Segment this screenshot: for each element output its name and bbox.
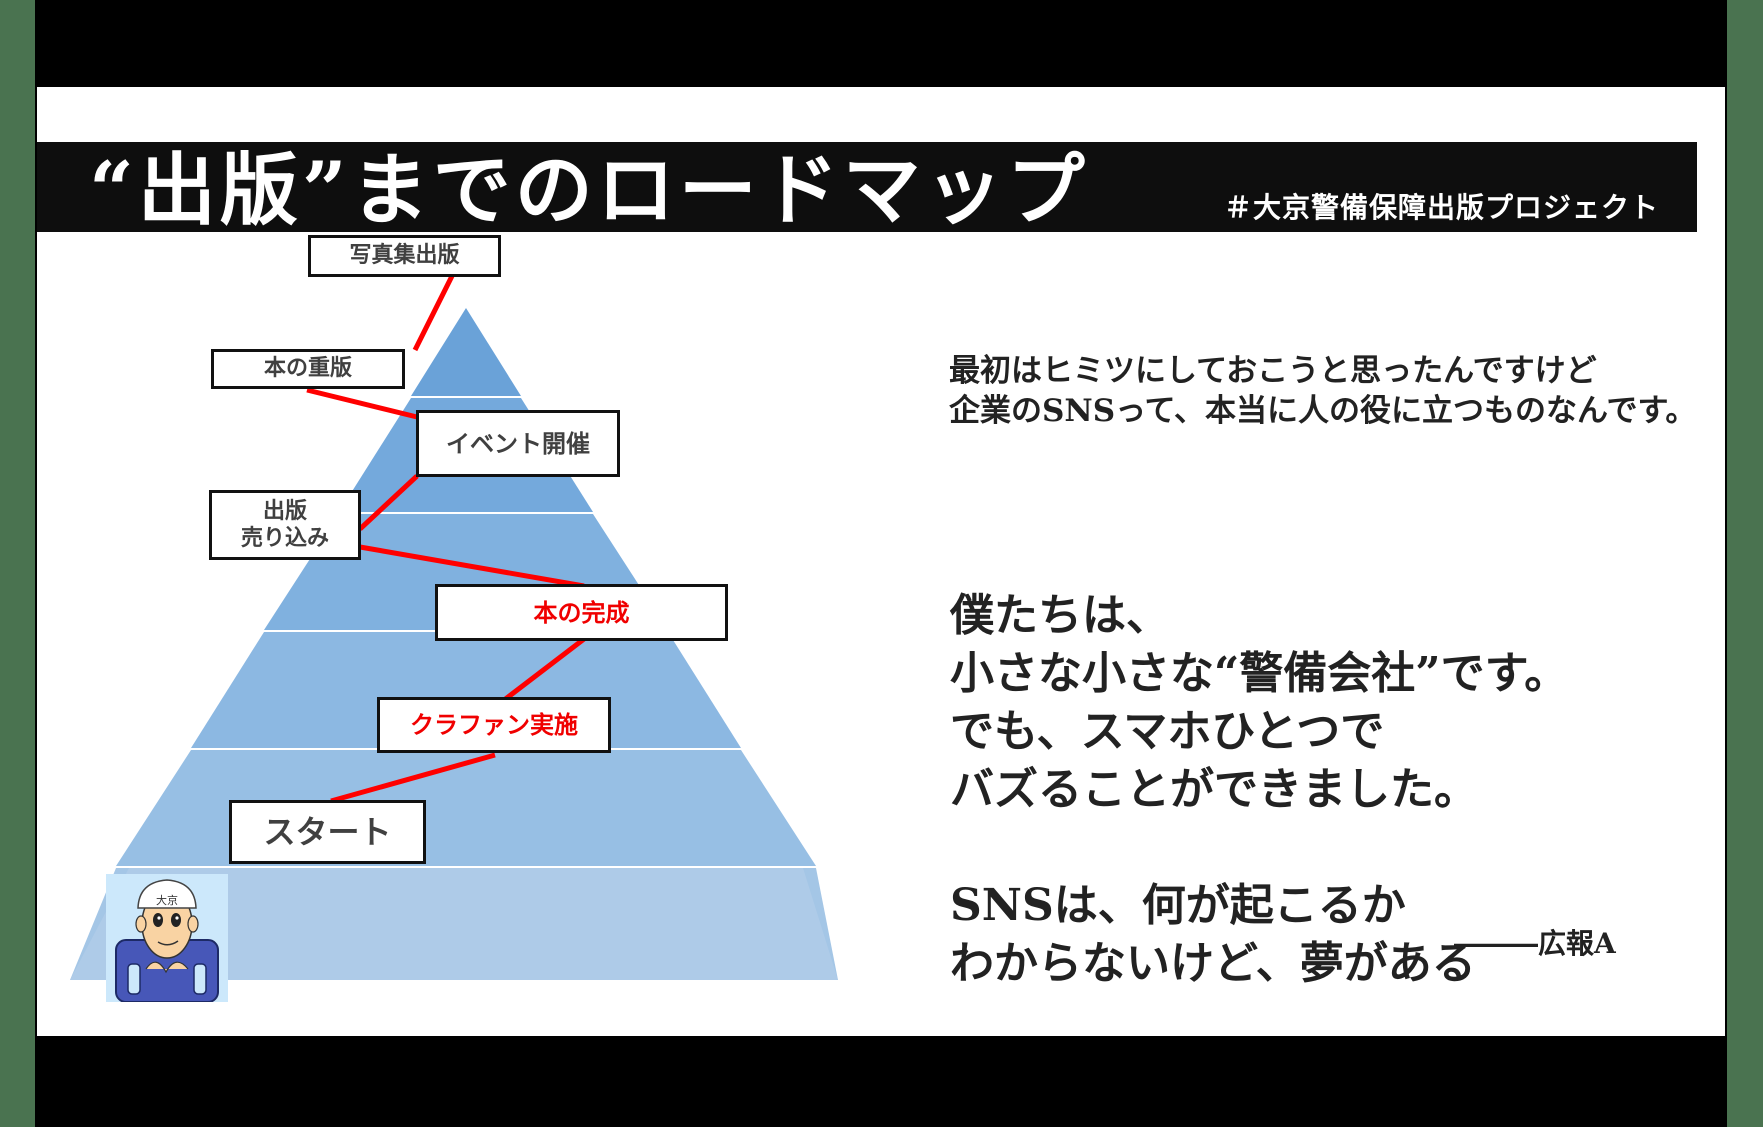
step-publish-pitch: 出版 売り込み xyxy=(209,490,361,560)
mascot-illustration: 大京 xyxy=(106,874,228,1002)
step-book-complete: 本の完成 xyxy=(435,584,728,641)
title-bar: “出版”までのロードマップ ＃大京警備保障出版プロジェクト xyxy=(37,142,1697,236)
step-book-reprint: 本の重版 xyxy=(211,349,405,389)
svg-text:大京: 大京 xyxy=(156,893,178,907)
step-event: イベント開催 xyxy=(416,410,620,477)
step-photobook-publish: 写真集出版 xyxy=(308,235,501,277)
signature: ―――広報A xyxy=(1454,927,1616,960)
step-crowdfunding: クラファン実施 xyxy=(377,697,611,753)
pyramid-band-base xyxy=(70,868,838,980)
intro-message: 最初はヒミツにしておこうと思ったんですけど 企業のSNSって、本当に人の役に立つ… xyxy=(949,353,1697,429)
roadmap-connectors xyxy=(306,274,586,804)
pyramid-band-5 xyxy=(116,750,816,866)
security-guard-icon: 大京 xyxy=(115,879,219,1002)
slide-title: “出版”までのロードマップ xyxy=(89,145,1089,236)
slide: “出版”までのロードマップ ＃大京警備保障出版プロジェクト 写真集出版 本の重版… xyxy=(37,87,1725,1036)
main-message: 僕たちは、 小さな小さな“警備会社”です。 でも、スマホひとつで バズることがで… xyxy=(950,590,1569,989)
pyramid-band-1 xyxy=(411,308,521,396)
project-hashtag: ＃大京警備保障出版プロジェクト xyxy=(1223,191,1659,224)
step-start: スタート xyxy=(229,800,426,864)
